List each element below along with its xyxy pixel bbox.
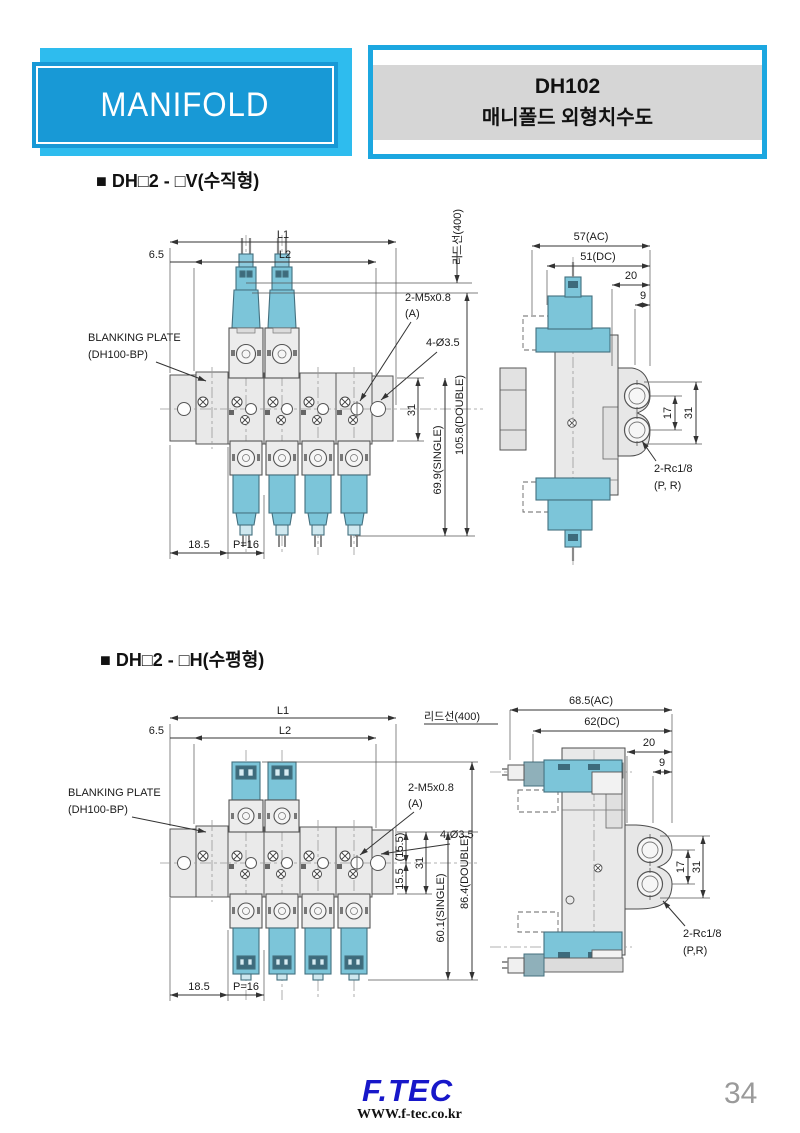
label-port-pr: 2-Rc1/8 (654, 463, 693, 475)
dim-label-31-side: 31 (683, 407, 695, 419)
dim-label-ac: 68.5(AC) (569, 695, 613, 707)
dim-label-single: 69.9(SINGLE) (432, 425, 444, 494)
dim-label-17: 17 (662, 407, 674, 419)
front-view-vertical: L1 L2 6.5 리드선(400) BLANKING PLATE (DH100… (88, 209, 483, 559)
page-title: MANIFOLD (100, 85, 270, 124)
label-port-pr: 2-Rc1/8 (683, 928, 722, 940)
drawing-vertical-type: L1 L2 6.5 리드선(400) BLANKING PLATE (DH100… (88, 209, 702, 565)
valve-down (337, 440, 371, 548)
valve-down (301, 893, 335, 981)
label-blanking-plate: BLANKING PLATE (88, 332, 181, 344)
label-port-a: 2-M5x0.8 (408, 782, 454, 794)
dim-label-double: 105.8(DOUBLE) (454, 375, 466, 455)
dim-label-lead-wire: 리드선(400) (451, 209, 464, 265)
port-p (623, 380, 651, 412)
dim-label-9: 9 (659, 757, 665, 769)
port-r (636, 868, 664, 900)
mount-bracket (499, 367, 527, 451)
valve-down (265, 893, 299, 981)
valve-up (228, 761, 264, 833)
model-subtitle: 매니폴드 외형치수도 (481, 106, 654, 129)
dim-label-20: 20 (625, 270, 637, 282)
dim-label-31: 31 (414, 857, 426, 869)
valve-down (229, 440, 263, 548)
dim-label-pitch: P=16 (233, 981, 259, 993)
dim-label-15-5: 15.5 (394, 868, 406, 889)
label-port-pr2: (P, R) (654, 480, 681, 492)
side-view-vertical: 57(AC) 51(DC) 20 9 17 31 2-Rc1/8 (P, R) (499, 231, 702, 565)
valve-down (337, 893, 371, 981)
station-details (229, 850, 358, 879)
company-logo: F.TEC (362, 1073, 454, 1108)
dim-label-20: 20 (643, 737, 655, 749)
mount-hole (370, 855, 386, 871)
model-number: DH102 (534, 74, 601, 98)
label-mount-holes: 4-Ø3.5 (426, 337, 460, 349)
dim-label-18-5: 18.5 (188, 981, 209, 993)
valve-up (227, 236, 265, 380)
dim-label-l2: L2 (279, 249, 291, 261)
label-blanking-plate-model: (DH100-BP) (68, 804, 128, 816)
dim-label-dc: 62(DC) (584, 716, 619, 728)
station-details (229, 396, 358, 425)
dim-label-lead-wire: 리드선(400) (424, 710, 480, 723)
dim-label-l1: L1 (277, 229, 289, 241)
model-title-band: DH102 매니폴드 외형치수도 (373, 64, 762, 140)
dim-label-6-5: 6.5 (149, 725, 164, 737)
dim-label-single: 60.1(SINGLE) (435, 873, 447, 942)
dim-label-15-5-ref: (15.5) (394, 833, 406, 862)
drawing-horizontal-type: L1 L2 6.5 BLANKING PLATE (DH100-BP) 2-M5… (68, 695, 722, 1001)
dim-label-31: 31 (406, 404, 418, 416)
dim-label-ac: 57(AC) (574, 231, 609, 243)
dim-label-double: 86.4(DOUBLE) (459, 835, 471, 909)
side-view-horizontal: 리드선(400) 68.5(AC) 62(DC) 20 9 17 31 2 (424, 695, 722, 977)
section-heading-vertical: ■ DH□2 - □V(수직형) (96, 171, 260, 191)
port-a-hole (350, 401, 364, 417)
label-port-a: 2-M5x0.8 (405, 292, 451, 304)
label-port-a2: (A) (405, 308, 420, 320)
valve-down (301, 440, 335, 548)
valve-down (229, 893, 263, 981)
dim-label-17: 17 (675, 861, 687, 873)
dim-label-l1: L1 (277, 705, 289, 717)
page-number: 34 (724, 1077, 758, 1110)
port-flange (617, 367, 651, 457)
label-port-pr2: (P,R) (683, 945, 707, 957)
dim-label-pitch: P=16 (233, 539, 259, 551)
valve-up (264, 761, 300, 833)
label-blanking-plate-model: (DH100-BP) (88, 349, 148, 361)
company-website: WWW.f-tec.co.kr (357, 1107, 462, 1122)
dim-label-18-5: 18.5 (188, 539, 209, 551)
dim-label-6-5: 6.5 (149, 249, 164, 261)
port-r (623, 414, 651, 446)
mount-hole (370, 401, 386, 417)
port-p (636, 834, 664, 866)
dim-label-31-side: 31 (691, 861, 703, 873)
valve-down (265, 440, 299, 548)
manifold-banner: MANIFOLD (32, 62, 338, 148)
label-blanking-plate: BLANKING PLATE (68, 787, 161, 799)
front-view-horizontal: L1 L2 6.5 BLANKING PLATE (DH100-BP) 2-M5… (68, 705, 480, 1001)
dim-label-dc: 51(DC) (580, 251, 615, 263)
port-a-hole (350, 855, 364, 871)
model-title-box: DH102 매니폴드 외형치수도 (368, 45, 767, 159)
label-port-a2: (A) (408, 798, 423, 810)
dim-label-9: 9 (640, 290, 646, 302)
section-heading-horizontal: ■ DH□2 - □H(수평형) (100, 650, 265, 670)
dim-label-l2: L2 (279, 725, 291, 737)
